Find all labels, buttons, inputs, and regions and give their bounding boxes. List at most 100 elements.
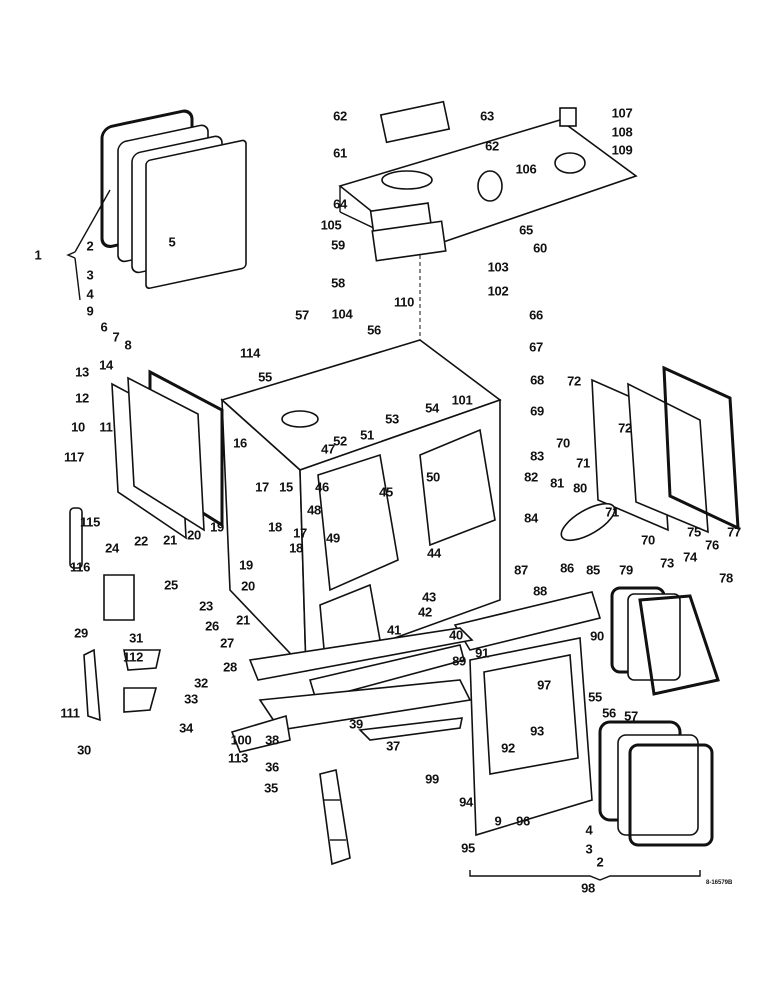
callout-49: 49 xyxy=(326,530,340,546)
callout-56: 56 xyxy=(367,322,381,338)
callout-23: 23 xyxy=(199,598,213,614)
callout-3: 3 xyxy=(86,267,94,283)
callout-2: 2 xyxy=(86,238,94,254)
callout-101: 101 xyxy=(451,392,473,408)
callout-4: 4 xyxy=(585,822,593,838)
callout-56: 56 xyxy=(602,705,616,721)
callout-59: 59 xyxy=(331,237,345,253)
door-assembly xyxy=(453,591,701,881)
callout-55: 55 xyxy=(258,369,272,385)
callout-46: 46 xyxy=(315,479,329,495)
callout-85: 85 xyxy=(586,562,600,578)
callout-25: 25 xyxy=(164,577,178,593)
callout-16: 16 xyxy=(233,435,247,451)
callout-7: 7 xyxy=(112,329,120,345)
callout-21: 21 xyxy=(236,612,250,628)
callout-103: 103 xyxy=(487,259,509,275)
callout-1: 1 xyxy=(34,247,42,263)
callout-115: 115 xyxy=(79,514,101,530)
callout-4: 4 xyxy=(86,286,94,302)
callout-37: 37 xyxy=(386,738,400,754)
callout-61: 61 xyxy=(333,145,347,161)
callout-19: 19 xyxy=(210,519,224,535)
callout-3: 3 xyxy=(585,841,593,857)
callout-100: 100 xyxy=(230,732,252,748)
left-small-parts xyxy=(69,507,161,722)
callout-35: 35 xyxy=(264,780,278,796)
callout-57: 57 xyxy=(295,307,309,323)
callout-76: 76 xyxy=(705,537,719,553)
callout-39: 39 xyxy=(349,716,363,732)
callout-9: 9 xyxy=(86,303,94,319)
callout-41: 41 xyxy=(387,622,401,638)
side-window-left xyxy=(111,369,224,540)
callout-110: 110 xyxy=(393,294,415,310)
callout-90: 90 xyxy=(590,628,604,644)
callout-6: 6 xyxy=(100,319,108,335)
callout-64: 64 xyxy=(333,196,347,212)
callout-17: 17 xyxy=(293,525,307,541)
callout-63: 63 xyxy=(480,108,494,124)
callout-44: 44 xyxy=(427,545,441,561)
callout-81: 81 xyxy=(550,475,564,491)
callout-62: 62 xyxy=(485,138,499,154)
callout-87: 87 xyxy=(514,562,528,578)
callout-72: 72 xyxy=(618,420,632,436)
callout-104: 104 xyxy=(331,306,353,322)
callout-9: 9 xyxy=(494,813,502,829)
callout-53: 53 xyxy=(385,411,399,427)
callout-67: 67 xyxy=(529,339,543,355)
callout-2: 2 xyxy=(596,854,604,870)
callout-8: 8 xyxy=(124,337,132,353)
figure-code: 8-16579B xyxy=(706,880,733,886)
callout-26: 26 xyxy=(205,618,219,634)
callout-71: 71 xyxy=(576,455,590,471)
callout-80: 80 xyxy=(573,480,587,496)
callout-30: 30 xyxy=(77,742,91,758)
callout-43: 43 xyxy=(422,589,436,605)
callout-55: 55 xyxy=(588,689,602,705)
callout-22: 22 xyxy=(134,533,148,549)
callout-14: 14 xyxy=(99,357,113,373)
callout-21: 21 xyxy=(163,532,177,548)
callout-99: 99 xyxy=(425,771,439,787)
callout-96: 96 xyxy=(516,813,530,829)
callout-84: 84 xyxy=(524,510,538,526)
callout-62: 62 xyxy=(333,108,347,124)
callout-73: 73 xyxy=(660,555,674,571)
callout-47: 47 xyxy=(321,441,335,457)
callout-19: 19 xyxy=(239,557,253,573)
callout-94: 94 xyxy=(459,794,473,810)
callout-107: 107 xyxy=(611,105,633,121)
right-window-assembly xyxy=(560,365,740,542)
callout-74: 74 xyxy=(683,549,697,565)
callout-34: 34 xyxy=(179,720,193,736)
callout-58: 58 xyxy=(331,275,345,291)
callout-102: 102 xyxy=(487,283,509,299)
callout-38: 38 xyxy=(265,732,279,748)
callout-97: 97 xyxy=(537,677,551,693)
callout-50: 50 xyxy=(426,469,440,485)
callout-113: 113 xyxy=(227,750,249,766)
callout-71: 71 xyxy=(605,504,619,520)
callout-45: 45 xyxy=(379,484,393,500)
callout-27: 27 xyxy=(220,635,234,651)
callout-13: 13 xyxy=(75,364,89,380)
floor-panels xyxy=(230,627,474,753)
callout-106: 106 xyxy=(515,161,537,177)
callout-32: 32 xyxy=(194,675,208,691)
callout-20: 20 xyxy=(187,527,201,543)
callout-78: 78 xyxy=(719,570,733,586)
callout-93: 93 xyxy=(530,723,544,739)
callout-91: 91 xyxy=(475,645,489,661)
callout-48: 48 xyxy=(307,502,321,518)
callout-24: 24 xyxy=(105,540,119,556)
callout-86: 86 xyxy=(560,560,574,576)
callout-28: 28 xyxy=(223,659,237,675)
callout-79: 79 xyxy=(619,562,633,578)
callout-105: 105 xyxy=(320,217,342,233)
callout-17: 17 xyxy=(255,479,269,495)
callout-117: 117 xyxy=(63,449,85,465)
corner-window-right xyxy=(610,586,720,696)
